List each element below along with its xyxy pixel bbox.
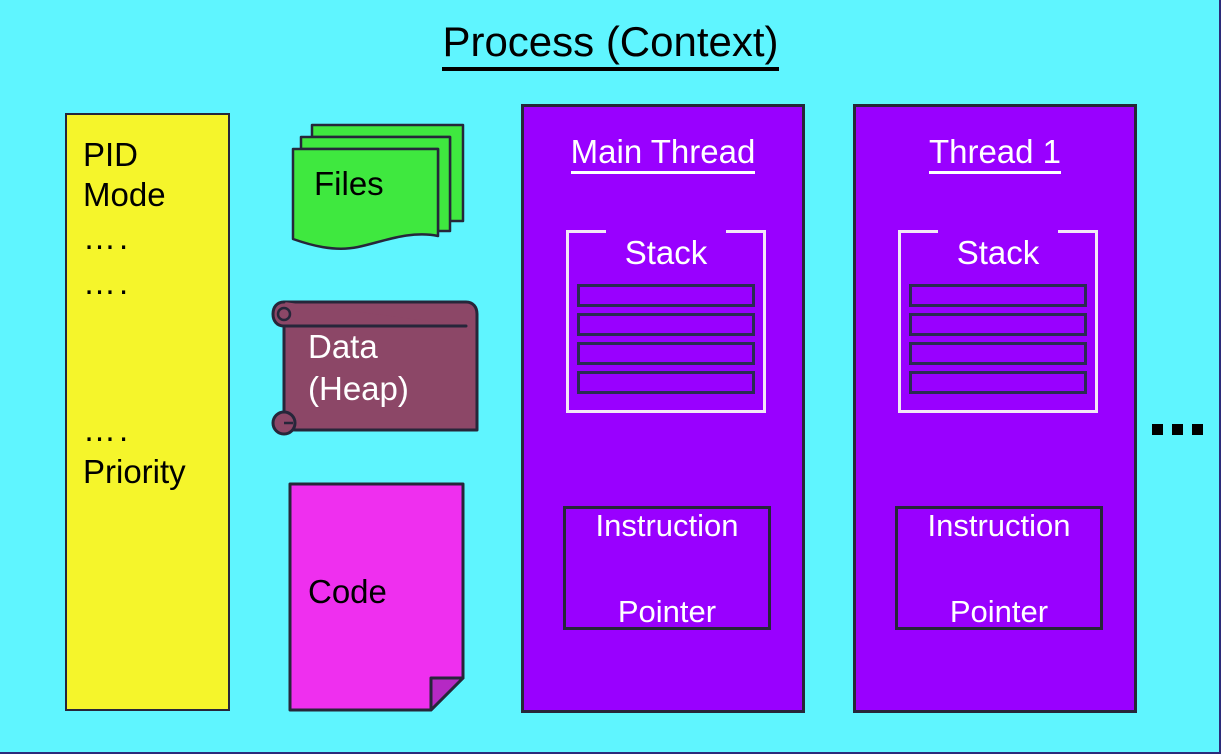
stack-bracket-top-left-1	[898, 230, 938, 233]
pcb-line-ellipsis-3: ….	[83, 411, 132, 448]
heap-resource: Data (Heap)	[270, 290, 485, 442]
stack-frame-slot	[909, 371, 1087, 394]
stack-frame-slot	[577, 284, 755, 307]
instruction-pointer-label-main: Instruction Pointer	[595, 461, 738, 676]
pcb-line-ellipsis-2: ….	[83, 264, 132, 301]
scroll-icon	[271, 300, 479, 436]
process-control-block: PID Mode …. …. …. Priority	[65, 113, 230, 711]
stack-bracket-main	[566, 230, 766, 413]
more-threads-ellipsis	[1152, 424, 1203, 435]
ellipsis-dot	[1172, 424, 1183, 435]
files-resource: Files	[290, 103, 470, 253]
pcb-line-ellipsis-1: ….	[83, 219, 132, 256]
thread-panel-1: Thread 1 Stack Instruction Pointer	[853, 104, 1137, 713]
stack-frames-main	[577, 284, 755, 400]
instruction-pointer-box-1: Instruction Pointer	[895, 506, 1103, 630]
stack-region-main: Stack	[566, 230, 766, 413]
code-label: Code	[308, 573, 387, 610]
instruction-pointer-box-main: Instruction Pointer	[563, 506, 771, 630]
instruction-pointer-line1-main: Instruction	[595, 507, 739, 543]
stack-bracket-top-right-main	[726, 230, 766, 233]
page-title-text: Process (Context)	[442, 18, 779, 71]
thread-panel-main: Main Thread Stack Instruction Pointer	[521, 104, 805, 713]
pcb-line-priority: Priority	[83, 453, 186, 490]
code-document-icon	[288, 482, 465, 712]
instruction-pointer-line2-1: Pointer	[949, 593, 1049, 629]
stack-bracket-top-left-main	[566, 230, 606, 233]
stack-frame-slot	[909, 313, 1087, 336]
thread-title-main: Main Thread	[524, 133, 802, 174]
instruction-pointer-label-1: Instruction Pointer	[927, 461, 1070, 676]
stack-label-1: Stack	[956, 234, 1040, 271]
stack-frame-slot	[577, 342, 755, 365]
thread-title-1: Thread 1	[856, 133, 1134, 174]
heap-label-line1: Data	[308, 328, 378, 365]
instruction-pointer-line2-main: Pointer	[617, 593, 717, 629]
ellipsis-dot	[1192, 424, 1203, 435]
stack-frame-slot	[909, 342, 1087, 365]
thread-title-1-text: Thread 1	[928, 133, 1062, 174]
stack-bracket-1	[898, 230, 1098, 413]
pcb-attribute-list: PID Mode …. …. …. Priority	[83, 135, 233, 492]
pcb-line-mode: Mode	[83, 176, 166, 213]
stack-frame-slot	[909, 284, 1087, 307]
stack-frame-slot	[577, 313, 755, 336]
pcb-line-pid: PID	[83, 136, 139, 173]
heap-label: Data (Heap)	[308, 326, 409, 410]
stack-region-1: Stack	[898, 230, 1098, 413]
files-label: Files	[314, 165, 384, 202]
pcb-spacer	[83, 305, 233, 407]
stack-frame-slot	[577, 371, 755, 394]
heap-label-line2: (Heap)	[308, 370, 409, 407]
stack-frames-1	[909, 284, 1087, 400]
instruction-pointer-line1-1: Instruction	[927, 507, 1071, 543]
page-title: Process (Context)	[0, 18, 1221, 71]
ellipsis-dot	[1152, 424, 1163, 435]
stack-label-main: Stack	[624, 234, 708, 271]
stack-bracket-top-right-1	[1058, 230, 1098, 233]
code-resource: Code	[288, 482, 468, 713]
thread-title-main-text: Main Thread	[570, 133, 756, 174]
files-icon	[291, 123, 465, 250]
